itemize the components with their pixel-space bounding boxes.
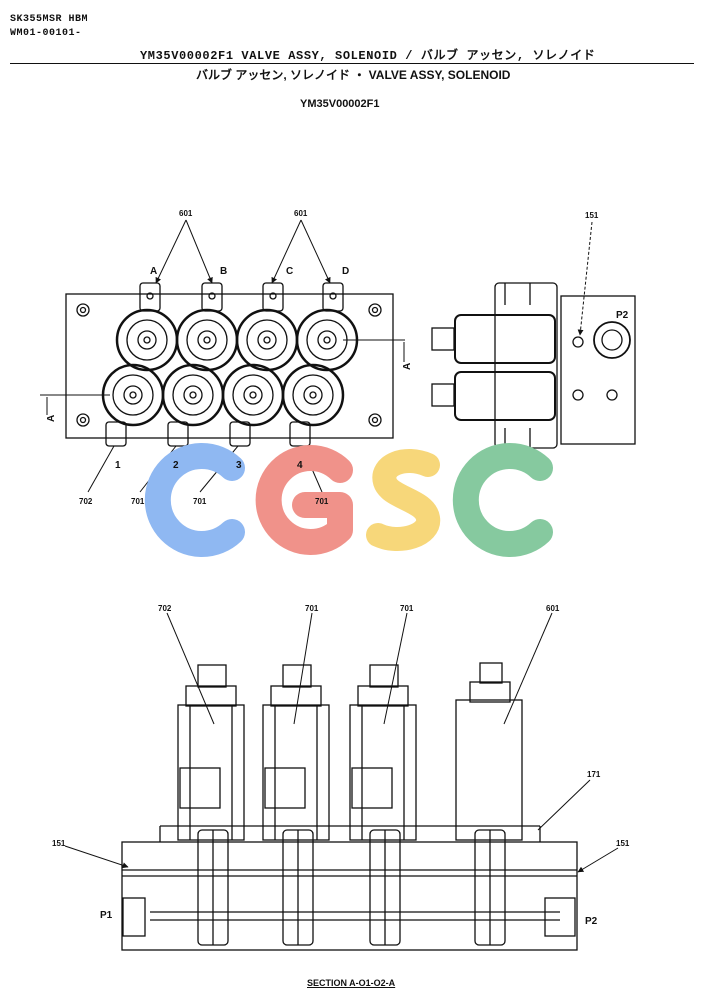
callout-151-side: 151: [585, 211, 599, 220]
solenoid-top-d: [295, 282, 359, 372]
watermark-letter-g: [255, 445, 353, 555]
solenoid-bottom-4: [281, 363, 345, 447]
side-view: [431, 221, 636, 449]
port-label-4: 4: [297, 460, 303, 471]
callout-151-left: 151: [52, 839, 66, 848]
watermark-letter-c2: [452, 443, 553, 557]
section-mark-right: A: [402, 363, 413, 370]
callout-701-section-a: 701: [305, 604, 319, 613]
callout-701-top-a: 701: [131, 497, 145, 506]
port-label-2: 2: [173, 460, 179, 471]
title-rule: [10, 63, 694, 64]
callout-701-top-b: 701: [193, 497, 207, 506]
callout-701-top-c: 701: [315, 497, 329, 506]
solenoid-top-b: [175, 282, 239, 372]
solenoid-top-c: [235, 282, 299, 372]
callout-601-left: 601: [179, 209, 193, 218]
port-label-3: 3: [236, 460, 242, 471]
cgsc-watermark: [144, 443, 553, 557]
section-view: [64, 612, 619, 951]
stack-701-b: [349, 664, 417, 946]
callout-601-right: 601: [294, 209, 308, 218]
solenoid-bottom-1: [101, 363, 165, 447]
drawing-code-label: WM01-00101-: [10, 28, 82, 39]
page-title: YM35V00002F1 VALVE ASSY, SOLENOID / バルブ …: [140, 49, 596, 63]
section-block: [121, 841, 578, 951]
port-label-p2-section: P2: [585, 916, 598, 927]
callout-601-section: 601: [546, 604, 560, 613]
callout-702-section: 702: [158, 604, 172, 613]
solenoid-bottom-3: [221, 363, 285, 447]
solenoid-bottom-2: [161, 363, 225, 447]
callout-702-top: 702: [79, 497, 93, 506]
stack-701-a: [262, 664, 330, 946]
model-label: SK355MSR HBM: [10, 14, 89, 25]
solenoid-top-a: [115, 282, 179, 372]
watermark-letter-c1: [144, 443, 245, 557]
stack-601: [455, 662, 523, 946]
port-label-a: A: [150, 266, 157, 277]
port-label-d: D: [342, 266, 349, 277]
section-label: SECTION A-O1-O2-A: [307, 978, 396, 988]
front-view: [40, 219, 405, 493]
watermark-letter-s: [366, 449, 440, 551]
page-subtitle: バルブ アッセン, ソレノイド ・ VALVE ASSY, SOLENOID: [196, 68, 511, 82]
callout-171: 171: [587, 770, 601, 779]
callout-151-right: 151: [616, 839, 630, 848]
callout-701-section-b: 701: [400, 604, 414, 613]
stack-702: [177, 664, 245, 946]
port-label-p2-side: P2: [616, 310, 629, 321]
port-label-c: C: [286, 266, 293, 277]
port-label-p1: P1: [100, 910, 113, 921]
port-label-1: 1: [115, 460, 121, 471]
part-number-label: YM35V00002F1: [300, 98, 380, 110]
port-label-b: B: [220, 266, 227, 277]
side-block: [560, 295, 636, 445]
section-mark-left: A: [46, 415, 57, 422]
